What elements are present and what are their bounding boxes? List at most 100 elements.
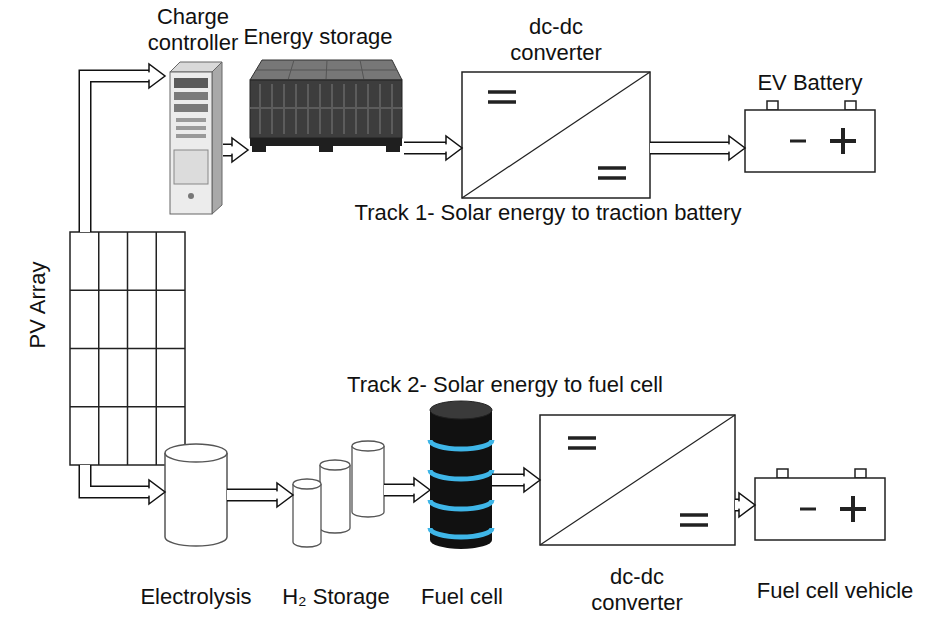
pv-cell-line: [70, 348, 185, 350]
fuel-cell: Fuel cell: [430, 401, 492, 549]
hollow-arrow: [223, 138, 248, 162]
hollow-arrow: [85, 465, 165, 504]
arrow-fill: [85, 76, 149, 232]
pack-slats: [250, 84, 402, 134]
converter-box: dc-dc converter: [462, 72, 650, 198]
arrow-head: [232, 138, 248, 162]
pallet-foot: [386, 146, 400, 152]
battery-symbol: [755, 469, 885, 540]
converter-symbol: [462, 72, 650, 198]
pallet-foot: [252, 146, 266, 152]
hollow-arrow: [384, 478, 430, 502]
battery-box: Fuel cell vehicle: [755, 469, 885, 540]
arrow-joint: [413, 486, 416, 493]
arrow-fill: [650, 143, 729, 153]
arrow-head: [739, 493, 755, 517]
arrow-outline: [227, 489, 277, 502]
hollow-arrow: [735, 493, 755, 517]
drive-bay: [174, 104, 208, 112]
node-label: dc-dc converter: [582, 564, 692, 616]
drive-bay: [176, 126, 206, 130]
arrow-joint: [231, 146, 234, 153]
fuel-cell-stack: [430, 401, 492, 549]
pallet-foot: [319, 146, 333, 152]
arrow-outline: [223, 144, 232, 157]
hollow-arrow: [404, 136, 462, 160]
hydrogen-cylinders: [293, 441, 384, 547]
pack-top: [250, 60, 402, 80]
front-panel: [174, 150, 208, 184]
arrow-joint: [738, 501, 741, 508]
arrow-head: [524, 468, 540, 492]
arrow-joint: [148, 72, 151, 79]
charge-controller-icon: [170, 62, 222, 214]
arrow-fill: [223, 145, 232, 155]
pv-cell-line: [70, 290, 185, 292]
arrow-outline: [384, 484, 414, 497]
pack-pallet: [250, 138, 402, 146]
drive-bay: [176, 134, 206, 138]
node-label: Electrolysis: [126, 584, 266, 610]
arrow-outline: [650, 142, 729, 155]
track-caption: Track 2- Solar energy to fuel cell: [347, 372, 663, 398]
arrow-outline: [735, 499, 739, 512]
drive-bay: [174, 92, 208, 100]
arrow-fill: [492, 475, 524, 485]
hollow-arrow: [650, 136, 745, 160]
arrow-head: [446, 136, 462, 160]
battery-symbol: [745, 101, 875, 172]
node-label: H₂ Storage: [266, 584, 406, 610]
battery-box: EV Battery: [745, 101, 875, 172]
node-label: Fuel cell vehicle: [740, 578, 929, 604]
module-line: [256, 70, 397, 71]
arrow-head: [414, 478, 430, 502]
node-label: Charge controller: [138, 4, 248, 56]
electrolysis-tank: Electrolysis: [165, 444, 227, 546]
hydrogen-storage: H₂ Storage: [293, 441, 384, 547]
arrow-fill: [404, 143, 446, 153]
arrow-head: [149, 64, 165, 88]
drive-bay: [174, 78, 208, 88]
arrow-joint: [523, 476, 526, 483]
electrolyser-tank: [165, 444, 227, 546]
drive-bay: [176, 118, 206, 122]
node-label: dc-dc converter: [501, 14, 611, 66]
arrow-outline: [404, 142, 446, 155]
battery-pack-icon: [250, 60, 402, 152]
arrow-fill: [85, 465, 149, 492]
arrow-head: [277, 483, 293, 507]
energy-storage: Energy storage: [248, 58, 404, 154]
arrow-outline: [85, 76, 149, 232]
node-label: Energy storage: [223, 24, 413, 50]
arrow-fill: [227, 490, 277, 500]
hollow-arrow: [85, 64, 165, 232]
node-label: Fuel cell: [407, 584, 517, 610]
arrow-fill: [384, 485, 414, 495]
power-button: [188, 193, 194, 199]
arrow-joint: [148, 488, 151, 495]
pack-front: [250, 80, 402, 138]
hollow-arrow: [227, 483, 293, 507]
track-caption: Track 1- Solar energy to traction batter…: [355, 200, 742, 226]
node-label: EV Battery: [735, 70, 885, 96]
tower-side: [212, 62, 222, 214]
arrow-head: [149, 480, 165, 504]
pv-grid: [70, 232, 185, 465]
arrow-joint: [728, 144, 731, 151]
arrow-joint: [445, 144, 448, 151]
tower-front: [170, 72, 212, 214]
arrow-fill: [735, 500, 739, 510]
charge-controller: Charge controller: [165, 60, 223, 215]
arrow-joint: [276, 491, 279, 498]
hollow-arrow: [492, 468, 540, 492]
arrow-outline: [492, 474, 524, 487]
pv-cell-line: [70, 406, 185, 408]
pv-array: PV Array: [70, 232, 185, 465]
converter-symbol: [540, 415, 735, 545]
arrow-head: [729, 136, 745, 160]
converter-box: dc-dc converter: [540, 415, 735, 545]
pv-frame: [70, 232, 185, 465]
